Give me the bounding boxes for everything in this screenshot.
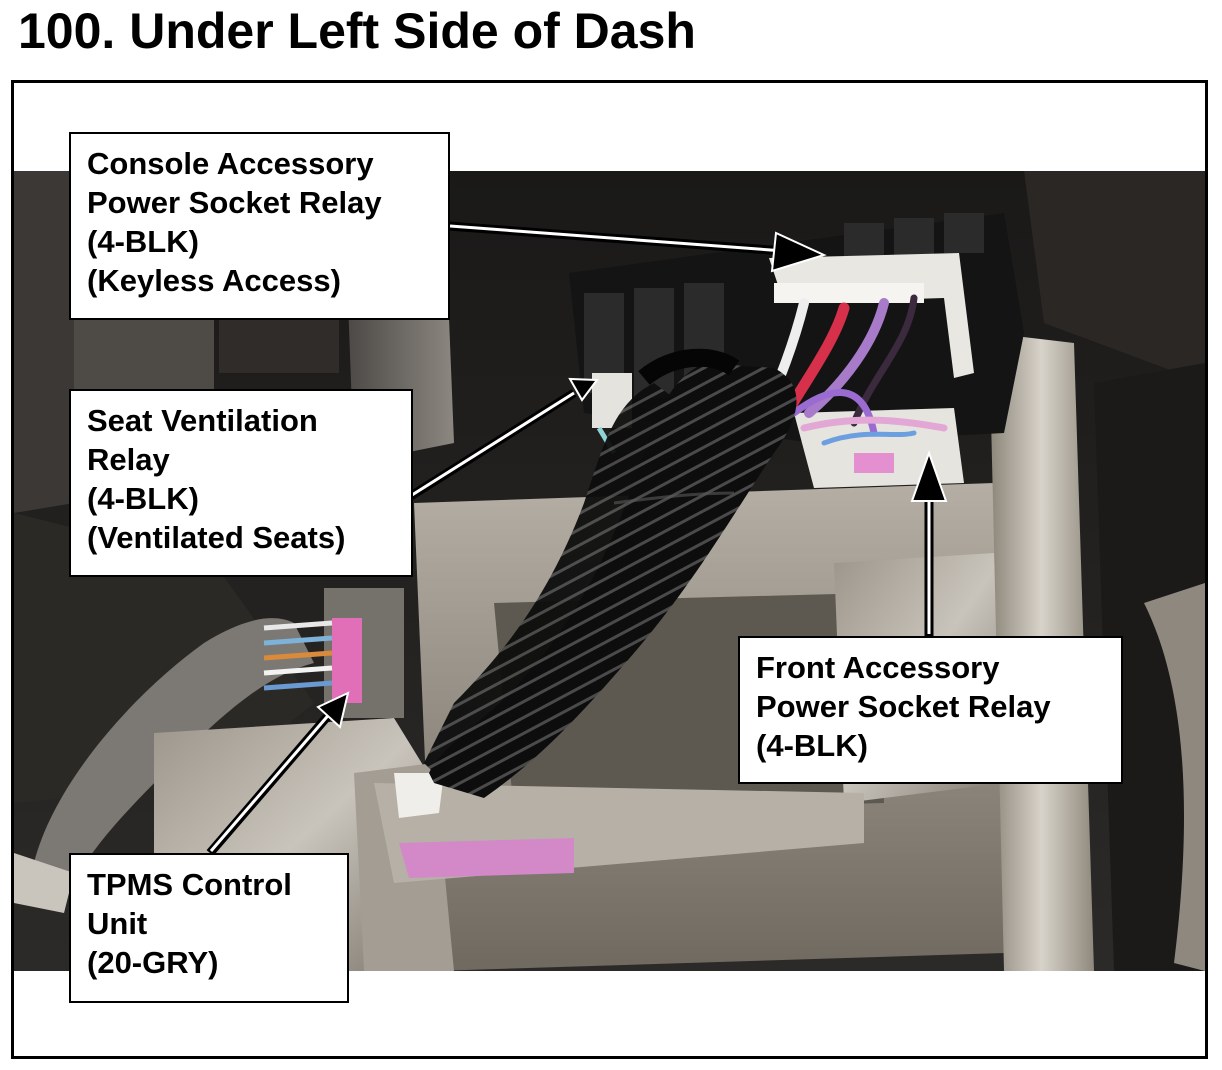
callout-seat-line-3: (4-BLK) (87, 481, 199, 516)
callout-front-line-1: Front Accessory (756, 650, 1000, 685)
callout-console-relay: Console Accessory Power Socket Relay (4-… (69, 132, 450, 320)
callout-front-line-2: Power Socket Relay (756, 689, 1051, 724)
callout-seat-line-1: Seat Ventilation (87, 403, 318, 438)
callout-console-line-2: Power Socket Relay (87, 185, 382, 220)
figure-frame: Console Accessory Power Socket Relay (4-… (11, 80, 1208, 1059)
callout-console-line-4: (Keyless Access) (87, 263, 341, 298)
callout-console-line-1: Console Accessory (87, 146, 374, 181)
callout-front-line-3: (4-BLK) (756, 728, 868, 763)
callout-front-relay: Front Accessory Power Socket Relay (4-BL… (738, 636, 1123, 784)
callout-tpms-unit: TPMS Control Unit (20-GRY) (69, 853, 349, 1003)
callout-tpms-line-1: TPMS Control (87, 867, 292, 902)
callout-console-line-3: (4-BLK) (87, 224, 199, 259)
callout-tpms-line-2: Unit (87, 906, 148, 941)
callout-seat-relay: Seat Ventilation Relay (4-BLK) (Ventilat… (69, 389, 413, 577)
page-title: 100. Under Left Side of Dash (18, 3, 696, 59)
callout-seat-line-2: Relay (87, 442, 170, 477)
callout-seat-line-4: (Ventilated Seats) (87, 520, 346, 555)
callout-tpms-line-3: (20-GRY) (87, 945, 219, 980)
